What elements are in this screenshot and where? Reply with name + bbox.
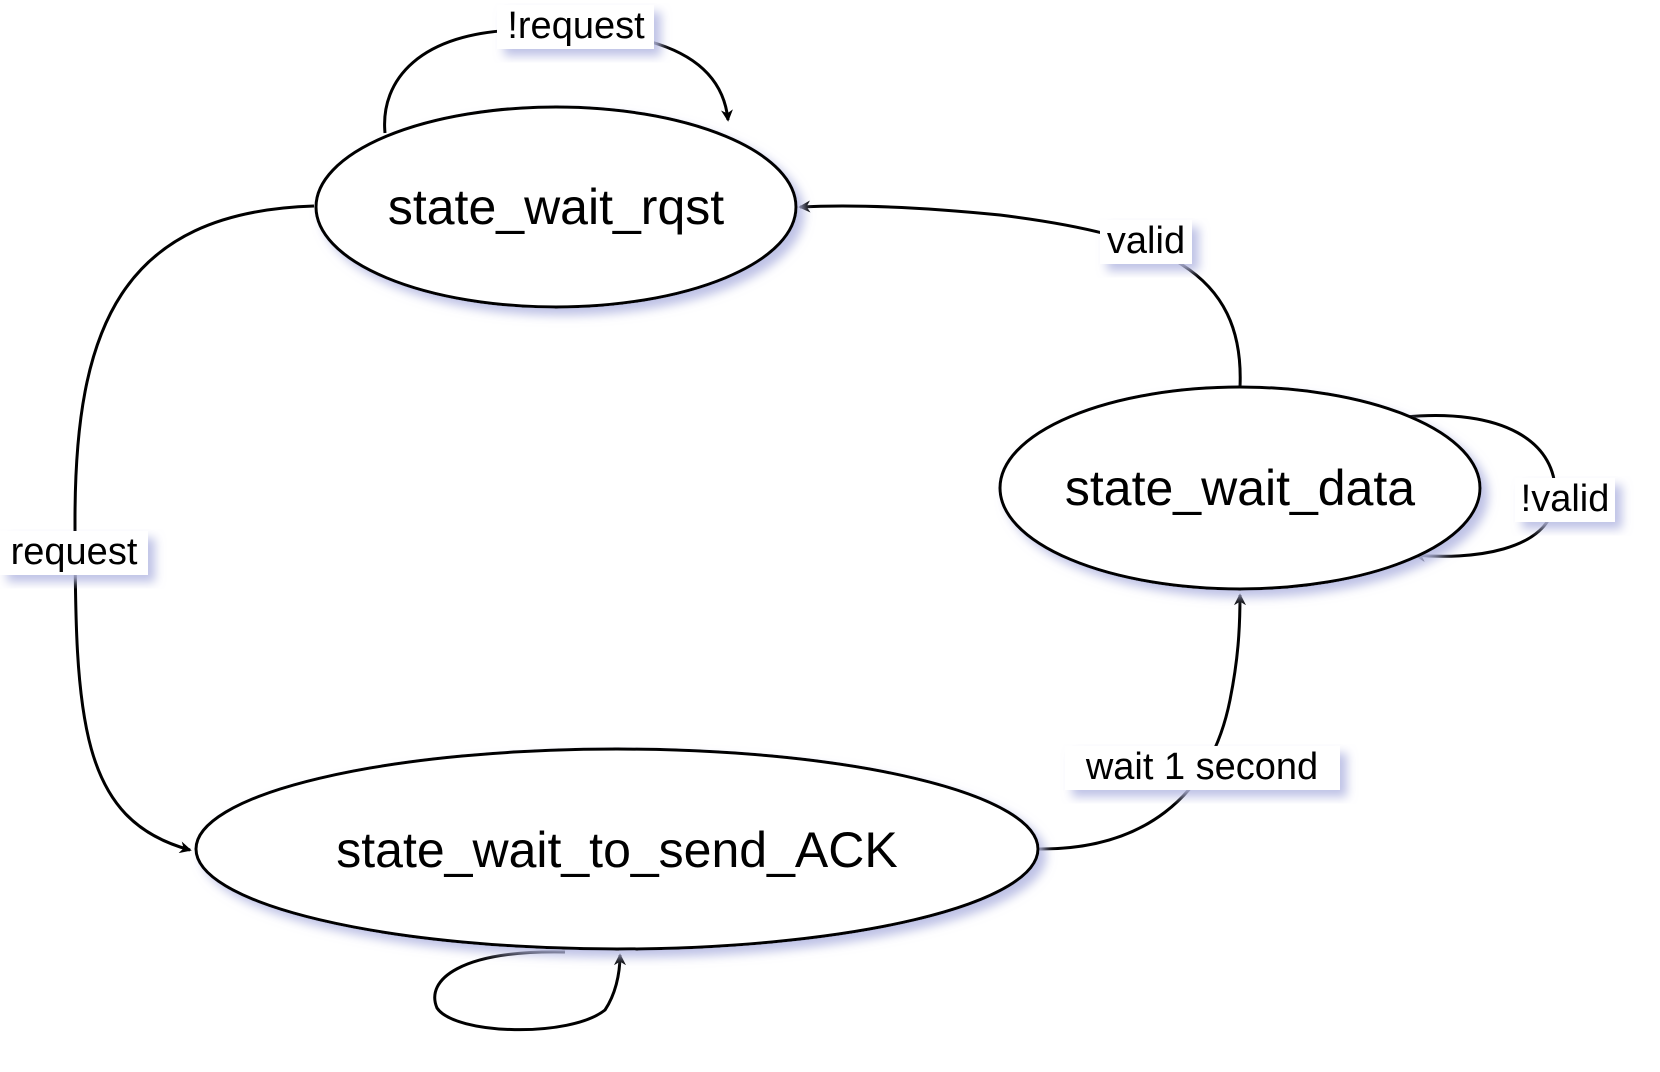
state-wait-rqst[interactable]: state_wait_rqst [314,105,798,309]
edge-label-rqst-self-text: !request [507,5,645,47]
edge-label-ack-to-data-text: wait 1 second [1085,746,1318,788]
edge-ack-to-data[interactable] [1037,593,1246,851]
edge-label-data-to-rqst: valid [1100,220,1192,264]
edge-labels: !request request valid !valid wait 1 sec… [0,5,1615,790]
edge-label-rqst-to-ack-text: request [11,531,138,573]
edge-label-data-to-rqst-text: valid [1107,220,1185,262]
state-wait-rqst-shape[interactable] [314,105,798,309]
edges [73,28,1557,1032]
edge-label-rqst-self: !request [497,5,654,49]
state-wait-to-send-ack-label: state_wait_to_send_ACK [336,822,897,878]
edge-label-data-self-text: !valid [1521,478,1610,520]
state-wait-to-send-ack-shape[interactable] [194,747,1040,951]
edge-data-to-rqst[interactable] [798,200,1242,388]
edge-label-ack-to-data: wait 1 second [1065,746,1340,790]
edge-label-rqst-to-ack: request [0,531,148,575]
state-wait-rqst-label: state_wait_rqst [388,179,724,235]
edge-label-data-self: !valid [1515,478,1615,522]
state-wait-data-label: state_wait_data [1065,460,1415,516]
edge-ack-self-loop[interactable] [433,950,626,1032]
state-wait-to-send-ack[interactable]: state_wait_to_send_ACK [194,747,1040,951]
edge-rqst-to-ack[interactable] [73,204,315,854]
state-wait-data[interactable]: state_wait_data [998,385,1482,591]
state-wait-data-shape[interactable] [998,385,1482,591]
